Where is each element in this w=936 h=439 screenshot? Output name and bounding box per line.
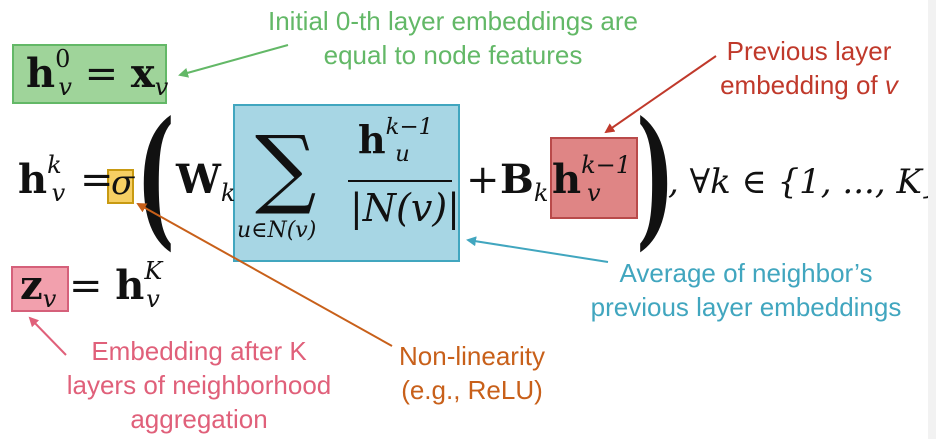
average-line-2: previous layer embeddings	[590, 292, 902, 322]
init-equation: h0v = xv	[26, 47, 169, 102]
previous-embedding-box	[550, 137, 638, 219]
initial-line-2: equal to node features	[323, 40, 583, 70]
nonlinearity-line-1: Non-linearity	[399, 341, 545, 371]
main-sup: k	[47, 150, 62, 179]
nonlinearity-annotation: Non-linearity (e.g., ReLU)	[372, 339, 572, 407]
output-embedding-box	[11, 266, 69, 312]
numerator-sup: k−1	[385, 113, 434, 140]
initial-line-1: Initial 0-th layer embeddings are	[268, 6, 638, 36]
bias-sub: k	[533, 179, 549, 208]
prev-sub: v	[587, 179, 601, 208]
embedding-annotation: Embedding after K layers of neighborhood…	[44, 334, 354, 436]
embedding-line-2: layers of neighborhood	[66, 370, 332, 400]
forall-clause: , ∀k ∈ {1, ..., K}	[668, 162, 936, 202]
previous-line-2-text: embedding of	[720, 70, 878, 100]
average-line-1: Average of neighbor’s	[619, 258, 873, 288]
output-z: z	[20, 262, 43, 309]
weight-matrix: Wk	[176, 156, 236, 208]
output-equals: =	[56, 263, 116, 309]
embedding-line-1: Embedding after K	[91, 336, 307, 366]
sigma-box	[107, 169, 134, 204]
previous-annotation: Previous layer embedding of v	[700, 34, 918, 102]
open-paren: (	[136, 89, 176, 265]
init-equals: =	[71, 51, 131, 97]
main-sub: v	[51, 179, 66, 208]
main-equals: =	[80, 157, 114, 203]
plus-sign: +	[466, 157, 500, 203]
previous-v: v	[884, 70, 898, 100]
bias-matrix: Bk	[500, 156, 549, 208]
previous-line-1: Previous layer	[726, 36, 892, 66]
prev-h: h	[552, 156, 582, 203]
init-h: h	[26, 50, 56, 97]
init-x-sub: v	[154, 73, 169, 102]
sigma-symbol: σ	[111, 163, 135, 203]
output-h: h	[115, 262, 145, 309]
numerator-h: h	[358, 117, 386, 162]
output-equation: zv = hKv	[20, 259, 162, 314]
previous-line-2: embedding of v	[700, 68, 918, 102]
embedding-line-3: aggregation	[130, 404, 268, 434]
right-edge-shade	[928, 0, 936, 439]
init-sub: v	[58, 73, 72, 102]
weight-sub: k	[220, 179, 236, 208]
bias-b: B	[500, 156, 534, 203]
prev-sup: k−1	[581, 150, 632, 179]
main-lhs: hkv	[18, 153, 66, 208]
output-h-sub: v	[146, 285, 160, 314]
main-h: h	[18, 156, 48, 203]
nonlinearity-line-2: (e.g., ReLU)	[401, 375, 543, 405]
numerator-sub: u	[395, 140, 410, 167]
output-sub: v	[42, 285, 57, 314]
sum-symbol: ∑	[255, 118, 317, 218]
previous-embedding: hk−1v	[552, 153, 631, 208]
initial-annotation: Initial 0-th layer embeddings are equal …	[228, 4, 678, 72]
average-annotation: Average of neighbor’s previous layer emb…	[560, 256, 932, 324]
init-sup: 0	[55, 44, 71, 73]
weight-w: W	[176, 156, 221, 203]
sum-index: u∈N(v)	[237, 218, 317, 243]
fraction-numerator: hk−1u	[358, 115, 433, 165]
init-embedding-box	[12, 44, 167, 104]
fraction-bar	[348, 180, 452, 182]
output-sup: K	[144, 256, 163, 285]
init-x: x	[130, 50, 155, 97]
fraction-denominator: |N(v)|	[350, 186, 460, 230]
